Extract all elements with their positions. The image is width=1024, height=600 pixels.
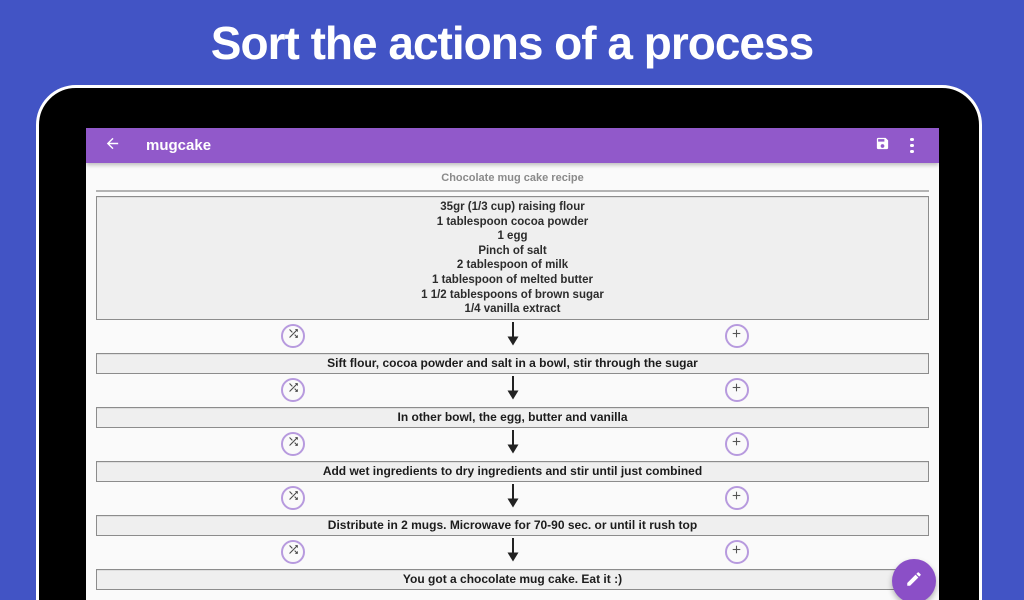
flow-controls-row [86,482,939,515]
ingredient-line: 1 tablespoon cocoa powder [436,215,589,228]
pencil-icon [905,570,923,593]
toolbar-title: mugcake [146,137,212,154]
ingredient-line: 2 tablespoon of milk [456,259,569,272]
step-item[interactable]: Add wet ingredients to dry ingredients a… [96,460,929,482]
plus-icon [730,327,743,345]
ingredient-line: 35gr (1/3 cup) raising flour [440,201,585,213]
edit-fab-button[interactable] [892,559,936,600]
app-screen: mugcake Chocolate mug cake recipe 35gr (… [86,128,939,600]
shuffle-button[interactable] [281,432,306,457]
plus-icon [730,435,743,453]
add-step-button[interactable] [724,378,749,403]
shuffle-button[interactable] [281,540,306,565]
page-banner: Sort the actions of a process [0,0,1024,85]
down-arrow-icon [506,483,520,513]
flow-controls-row [86,320,939,353]
page-title: Sort the actions of a process [210,16,814,69]
step-item[interactable]: Sift flour, cocoa powder and salt in a b… [96,352,929,374]
flow-controls-row [86,428,939,461]
shuffle-button[interactable] [281,486,306,511]
recipe-title: Chocolate mug cake recipe [441,172,584,184]
step-item[interactable]: In other bowl, the egg, butter and vanil… [96,406,929,428]
down-arrow-icon [506,375,520,405]
vertical-dots-icon [910,137,914,154]
plus-icon [730,489,743,507]
save-floppy-icon [875,136,890,156]
add-step-button[interactable] [724,540,749,565]
down-arrow-icon [506,321,520,351]
shuffle-icon [287,381,300,399]
overflow-menu-button[interactable] [897,132,927,160]
ingredient-line: 1 egg [497,230,528,243]
ingredient-line: 1 1/2 tablespoons of brown sugar [421,288,604,301]
shuffle-button[interactable] [281,324,306,349]
plus-icon [730,543,743,561]
shuffle-icon [287,489,300,507]
title-divider [96,190,929,192]
shuffle-icon [287,327,300,345]
ingredient-line: 1 tablespoon of melted butter [431,273,593,286]
plus-icon [730,381,743,399]
arrow-left-icon [104,135,121,157]
back-button[interactable] [98,132,126,160]
tablet-frame: mugcake Chocolate mug cake recipe 35gr (… [36,85,982,600]
down-arrow-icon [506,537,520,567]
step-item[interactable]: Distribute in 2 mugs. Microwave for 70-9… [96,514,929,536]
ingredients-card[interactable]: 35gr (1/3 cup) raising flour 1 tablespoo… [96,196,929,320]
step-item[interactable]: You got a chocolate mug cake. Eat it :) [96,568,929,590]
down-arrow-icon [506,429,520,459]
flow-controls-row [86,374,939,407]
save-button[interactable] [867,132,897,160]
add-step-button[interactable] [724,432,749,457]
add-step-button[interactable] [724,486,749,511]
shuffle-button[interactable] [281,378,306,403]
app-toolbar: mugcake [86,128,939,163]
shuffle-icon [287,435,300,453]
ingredient-line: Pinch of salt [478,244,547,257]
ingredient-line: 1/4 vanilla extract [464,303,561,316]
add-step-button[interactable] [724,324,749,349]
shuffle-icon [287,543,300,561]
flow-controls-row [86,536,939,569]
